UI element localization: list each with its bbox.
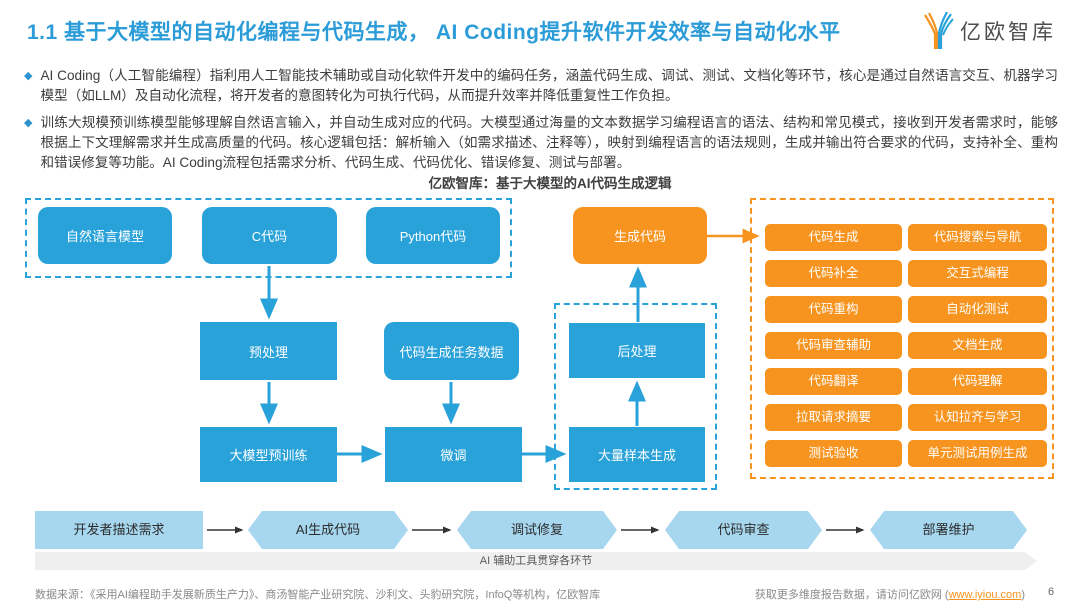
page-title: 1.1 基于大模型的自动化编程与代码生成， AI Coding提升软件开发效率与…	[27, 21, 841, 44]
node-pretrain: 大模型预训练	[200, 427, 337, 482]
feature-panel-frame	[750, 198, 1054, 479]
sample-group-frame	[554, 303, 717, 490]
feature-box: 自动化测试	[908, 296, 1047, 323]
brand-logo: 亿欧智库	[922, 12, 1056, 50]
feature-box: 单元测试用例生成	[908, 440, 1047, 467]
bullet-text: AI Coding（人工智能编程）指利用人工智能技术辅助或自动化软件开发中的编码…	[40, 68, 1058, 103]
diamond-bullet-icon: ◆	[24, 70, 33, 82]
node-preprocess: 预处理	[200, 322, 337, 380]
bullet-text: 训练大规模预训练模型能够理解自然语言输入，并自动生成对应的代码。大模型通过海量的…	[40, 115, 1058, 170]
bullet-item: ◆ 训练大规模预训练模型能够理解自然语言输入，并自动生成对应的代码。大模型通过海…	[24, 113, 1058, 173]
feature-box: 代码审查辅助	[765, 332, 902, 359]
node-natural-language-model: 自然语言模型	[38, 207, 172, 264]
data-source-note: 数据来源：《采用AI编程助手发展新质生产力》、商汤智能产业研究院、沙利文、头豹研…	[35, 589, 601, 601]
node-task-data: 代码生成任务数据	[384, 322, 519, 380]
page-number: 6	[1048, 586, 1055, 598]
footer-more-prefix: 获取更多维度报告数据，请访问亿欧网 (	[754, 589, 949, 601]
node-postprocess: 后处理	[569, 323, 705, 378]
bullet-list: ◆ AI Coding（人工智能编程）指利用人工智能技术辅助或自动化软件开发中的…	[24, 66, 1058, 180]
diamond-bullet-icon: ◆	[24, 117, 33, 129]
bullet-item: ◆ AI Coding（人工智能编程）指利用人工智能技术辅助或自动化软件开发中的…	[24, 66, 1058, 106]
feature-box: 拉取请求摘要	[765, 404, 902, 431]
pipeline-step-deploy: 部署维护	[870, 511, 1027, 549]
node-generate-code: 生成代码	[573, 207, 707, 264]
feature-box: 代码生成	[765, 224, 902, 251]
feature-box: 测试验收	[765, 440, 902, 467]
footer-more-suffix: )	[1021, 589, 1025, 601]
feature-box: 交互式编程	[908, 260, 1047, 287]
diagram-title: 亿欧智库：基于大模型的AI代码生成逻辑	[428, 176, 672, 191]
pipeline-step-describe: 开发者描述需求	[35, 511, 203, 549]
footer-more-info: 获取更多维度报告数据，请访问亿欧网 (www.iyiou.com)	[755, 586, 1025, 602]
node-finetune: 微调	[385, 427, 522, 482]
node-sample-generation: 大量样本生成	[569, 427, 705, 482]
feature-box: 代码补全	[765, 260, 902, 287]
feature-box: 认知拉齐与学习	[908, 404, 1047, 431]
pipeline-step-debug: 调试修复	[457, 511, 617, 549]
pipeline-banner: AI 辅助工具贯穿各环节	[35, 552, 1037, 570]
pipeline-step-review: 代码审查	[665, 511, 822, 549]
feature-box: 代码理解	[908, 368, 1047, 395]
node-c-code: C代码	[202, 207, 337, 264]
feature-box: 代码翻译	[765, 368, 902, 395]
feature-box: 文档生成	[908, 332, 1047, 359]
brand-logo-icon	[924, 12, 954, 49]
brand-logo-text: 亿欧智库	[960, 21, 1056, 44]
pipeline-step-generate: AI生成代码	[248, 511, 408, 549]
node-python-code: Python代码	[366, 207, 500, 264]
feature-box: 代码搜索与导航	[908, 224, 1047, 251]
feature-box: 代码重构	[765, 296, 902, 323]
iyiou-link[interactable]: www.iyiou.com	[948, 589, 1022, 601]
